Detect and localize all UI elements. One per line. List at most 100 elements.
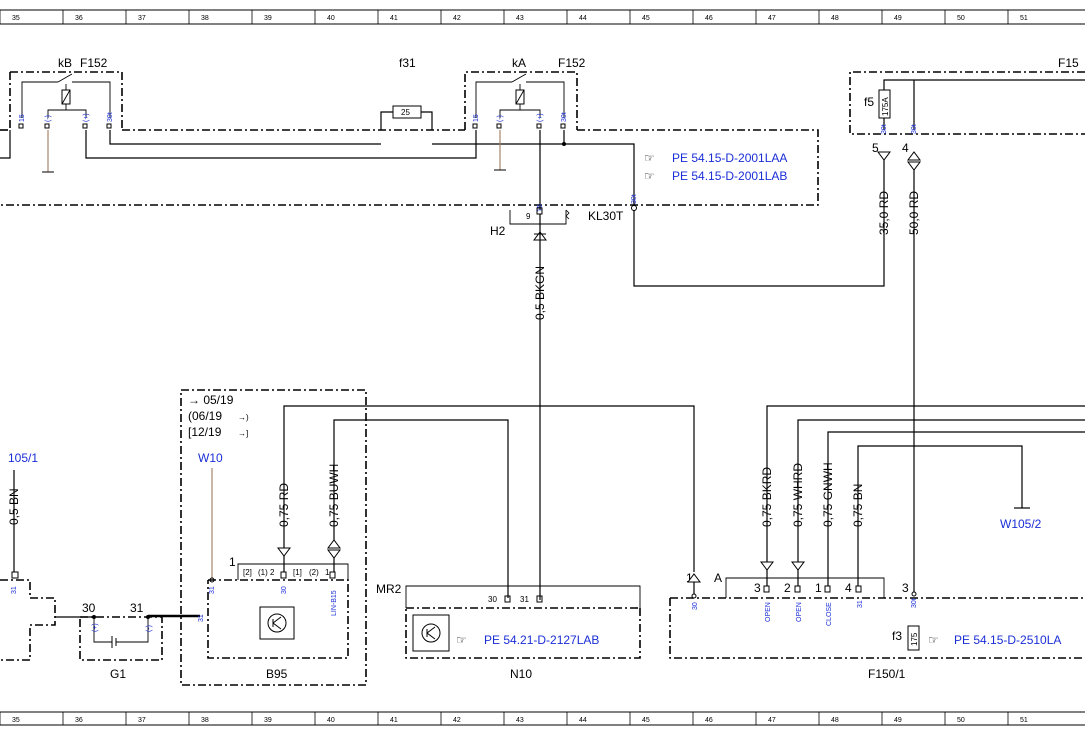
svg-text:30: 30 [82, 601, 96, 615]
reference-block-top: ☞ PE 54.15-D-2001LAA ☞ PE 54.15-D-2001LA… [644, 151, 787, 183]
column-number: 36 [75, 15, 83, 22]
svg-text:25: 25 [401, 108, 410, 117]
column-number: 46 [705, 717, 713, 724]
f152-left-relay: kB F152 15 (-) (+) 30t [9, 56, 123, 130]
column-number: 35 [12, 717, 20, 724]
svg-text:1: 1 [815, 581, 822, 595]
column-number: 46 [705, 15, 713, 22]
column-number: 44 [579, 15, 587, 22]
svg-text:0,5 BKGN: 0,5 BKGN [533, 266, 547, 320]
svg-text:0,75 BUWH: 0,75 BUWH [327, 464, 341, 527]
svg-text:kB: kB [58, 56, 72, 70]
column-number: 40 [327, 15, 335, 22]
svg-text:31: 31 [198, 614, 205, 622]
column-number: 47 [768, 717, 776, 724]
svg-text:0,75 GNWH: 0,75 GNWH [821, 462, 835, 527]
column-number: 41 [390, 15, 398, 22]
svg-text:→]: →] [238, 429, 248, 438]
column-number: 48 [831, 15, 839, 22]
svg-text:30t: 30t [881, 124, 888, 134]
h2-connector: 15 9 H2 KL30T 30t 0,5 BKGN [490, 160, 885, 600]
svg-text:F15: F15 [1058, 56, 1079, 70]
column-number: 49 [894, 717, 902, 724]
svg-text:31: 31 [520, 595, 529, 604]
svg-text:175: 175 [910, 632, 919, 646]
top-housing [0, 129, 819, 206]
svg-text:30t: 30t [631, 194, 638, 204]
svg-text:(-): (-) [497, 115, 504, 122]
svg-text:31: 31 [130, 601, 144, 615]
top-wiring [0, 130, 635, 210]
svg-text:OPEN: OPEN [765, 602, 772, 622]
svg-text:9: 9 [526, 212, 531, 221]
svg-text:30t: 30t [561, 112, 568, 122]
svg-text:(+): (+) [83, 113, 90, 122]
svg-text:[2]: [2] [243, 568, 252, 577]
column-number: 40 [327, 717, 335, 724]
svg-text:N10: N10 [510, 667, 532, 681]
svg-text:(-): (-) [146, 625, 153, 632]
reference-link[interactable]: PE 54.15-D-2001LAA [672, 151, 787, 165]
svg-text:3: 3 [902, 581, 909, 595]
hand-pointer-icon: ☞ [644, 151, 655, 165]
svg-text:3: 3 [754, 581, 761, 595]
n10-component: MR2 30 31 ☞ PE 54.21-D-2127LAB N10 [376, 582, 641, 681]
svg-text:(1) 2: (1) 2 [258, 568, 275, 577]
column-number: 38 [201, 717, 209, 724]
svg-text:OPEN: OPEN [796, 602, 803, 622]
svg-text:105/1: 105/1 [8, 451, 38, 465]
hand-pointer-icon: ☞ [644, 169, 655, 183]
svg-text:0,75 BKRD: 0,75 BKRD [760, 467, 774, 527]
hand-pointer-icon: ☞ [928, 633, 939, 647]
f150-1-component: A 1 30 3 2 1 4 3 OPEN OPEN CLOSE 31 30t … [669, 405, 1085, 681]
svg-text:G1: G1 [110, 667, 126, 681]
column-number: 39 [264, 717, 272, 724]
hand-pointer-icon: ☞ [456, 633, 467, 647]
svg-text:35,0 RD: 35,0 RD [877, 191, 891, 235]
svg-text:F150/1: F150/1 [868, 667, 906, 681]
column-number: 49 [894, 15, 902, 22]
column-ruler-bottom [0, 711, 1085, 726]
f31-fuse: f31 25 [380, 56, 433, 130]
column-number: 36 [75, 717, 83, 724]
reference-link[interactable]: PE 54.21-D-2127LAB [484, 633, 599, 647]
svg-text:0,5 BN: 0,5 BN [7, 488, 21, 525]
f152-right-relay: kA F152 15 (-) (+) 30t [464, 56, 586, 130]
column-number: 51 [1020, 15, 1028, 22]
svg-text:0,75 BN: 0,75 BN [851, 484, 865, 527]
column-number: 48 [831, 717, 839, 724]
svg-text:f3: f3 [892, 629, 902, 643]
reference-link[interactable]: PE 54.15-D-2510LA [954, 633, 1061, 647]
svg-text:1: 1 [686, 571, 693, 585]
column-number: 42 [453, 15, 461, 22]
column-number: 37 [138, 15, 146, 22]
column-number: 39 [264, 15, 272, 22]
svg-text:W105/2: W105/2 [1000, 517, 1042, 531]
svg-text:→): →) [238, 413, 249, 422]
svg-text:kA: kA [512, 56, 526, 70]
svg-text:LIN-B15: LIN-B15 [331, 590, 338, 616]
column-number: 51 [1020, 717, 1028, 724]
column-number: 44 [579, 717, 587, 724]
svg-text:→ 05/19: → 05/19 [188, 393, 234, 407]
svg-text:30: 30 [488, 595, 497, 604]
column-number: 38 [201, 15, 209, 22]
svg-text:f5: f5 [864, 95, 874, 109]
svg-text:MR2: MR2 [376, 582, 402, 596]
column-number: 41 [390, 717, 398, 724]
svg-text:CLOSE: CLOSE [826, 602, 833, 626]
svg-text:(06/19: (06/19 [188, 409, 222, 423]
column-number: 35 [12, 15, 20, 22]
svg-text:30t: 30t [911, 124, 918, 134]
column-number: 43 [516, 717, 524, 724]
g1-battery: 30 31 (+) (-) G1 [55, 601, 200, 681]
reference-link[interactable]: PE 54.15-D-2001LAB [672, 169, 787, 183]
column-number: 50 [957, 15, 965, 22]
w105-1-left: 105/1 0,5 BN 31 [0, 451, 56, 661]
svg-text:30t: 30t [107, 112, 114, 122]
column-ruler-top [0, 9, 1085, 25]
svg-text:KL30T: KL30T [588, 209, 624, 223]
svg-text:31: 31 [857, 600, 864, 608]
